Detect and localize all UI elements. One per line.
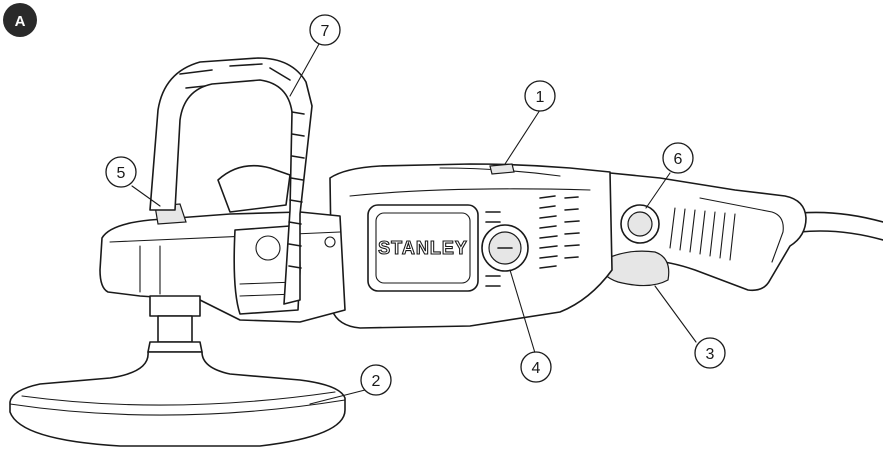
callout-2: 2 <box>360 364 392 396</box>
callout-1-number: 1 <box>536 89 545 106</box>
air-vents <box>485 195 580 287</box>
figure-badge: A <box>3 3 37 37</box>
gear-head <box>99 164 346 323</box>
callout-4: 4 <box>520 351 552 383</box>
brand-label: STANLEY <box>378 238 468 258</box>
power-cord <box>799 211 883 241</box>
brand-plate <box>367 204 479 292</box>
callout-2-number: 2 <box>372 373 381 390</box>
callout-5: 5 <box>105 156 137 188</box>
spindle-lock <box>489 163 515 175</box>
handle-grip-ribs <box>669 207 736 261</box>
figure-badge-label: A <box>15 13 26 30</box>
callout-5-number: 5 <box>117 165 126 182</box>
callout-4-number: 4 <box>532 360 541 377</box>
bail-handle-ribs <box>179 63 305 269</box>
callout-7-number: 7 <box>321 23 330 40</box>
trigger-switch <box>599 250 670 287</box>
bail-handle <box>149 57 336 305</box>
backing-pad <box>9 295 346 447</box>
callout-6-number: 6 <box>674 151 683 168</box>
motor-housing: STANLEY <box>329 163 613 329</box>
callout-6: 6 <box>662 142 694 174</box>
callout-1: 1 <box>524 80 556 112</box>
callout-7: 7 <box>309 14 341 46</box>
callout-3-number: 3 <box>706 346 715 363</box>
rear-handle <box>599 171 807 292</box>
callout-3: 3 <box>694 337 726 369</box>
leader-lines <box>131 43 697 405</box>
